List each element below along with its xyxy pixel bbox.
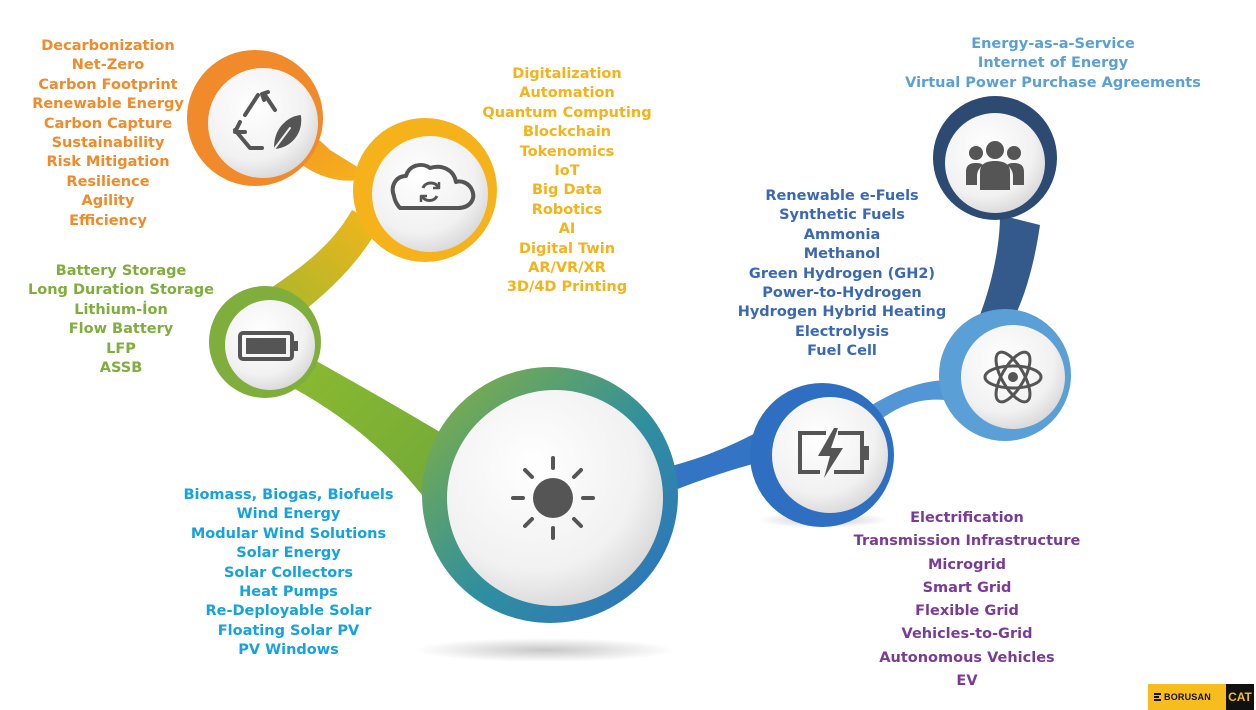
list-item: Resilience bbox=[66, 173, 150, 190]
recycle-leaf-node bbox=[187, 50, 323, 186]
list-item: 3D/4D Printing bbox=[506, 279, 628, 296]
people-node bbox=[933, 96, 1057, 220]
cloud-sync-icon bbox=[390, 162, 476, 210]
list-item: IoT bbox=[554, 163, 580, 180]
list-item: Methanol bbox=[803, 246, 881, 263]
list-item: Decarbonization bbox=[41, 38, 175, 54]
people-group-icon bbox=[966, 141, 1024, 190]
list-item: Green Hydrogen (GH2) bbox=[748, 265, 936, 282]
list-item: AI bbox=[558, 221, 576, 238]
cloud-sync-node bbox=[353, 118, 497, 262]
list-item: AR/VR/XR bbox=[528, 260, 606, 277]
list-item: Modular Wind Solutions bbox=[190, 525, 387, 542]
digitalization-topic-list: Digitalization Automation Quantum Comput… bbox=[467, 65, 667, 298]
list-item: Floating Solar PV bbox=[217, 622, 360, 639]
list-item: Biomass, Biogas, Biofuels bbox=[183, 487, 394, 503]
list-item: Smart Grid bbox=[922, 579, 1012, 596]
list-item: Renewable e-Fuels bbox=[765, 188, 919, 204]
list-item: Solar Energy bbox=[236, 545, 341, 562]
list-item: Electrification bbox=[910, 510, 1024, 526]
list-item: Quantum Computing bbox=[482, 104, 652, 121]
list-item: Autonomous Vehicles bbox=[879, 649, 1055, 666]
list-item: Hydrogen Hybrid Heating bbox=[737, 304, 947, 321]
borusan-cat-logo: BORUSAN CAT bbox=[1148, 684, 1254, 710]
list-item: Synthetic Fuels bbox=[779, 207, 905, 224]
list-item: Tokenomics bbox=[519, 143, 615, 160]
list-item: Long Duration Storage bbox=[28, 282, 214, 299]
fuels-topic-list: Renewable e-Fuels Synthetic Fuels Ammoni… bbox=[734, 187, 950, 362]
list-item: Blockchain bbox=[522, 124, 612, 141]
list-item: Ammonia bbox=[803, 226, 881, 243]
renewables-topic-list: Biomass, Biogas, Biofuels Wind Energy Mo… bbox=[176, 486, 401, 661]
electrification-topic-list: Electrification Transmission Infrastruct… bbox=[852, 507, 1082, 693]
list-item: LFP bbox=[106, 340, 136, 357]
list-item: Transmission Infrastructure bbox=[853, 533, 1081, 550]
list-item: Energy-as-a-Service bbox=[971, 36, 1135, 52]
list-item: Re-Deployable Solar bbox=[205, 603, 372, 620]
charging-battery-node bbox=[750, 383, 894, 527]
list-item: Net-Zero bbox=[71, 57, 145, 74]
borusan-mark-icon bbox=[1154, 693, 1161, 701]
list-item: Robotics bbox=[531, 201, 603, 218]
decarbonization-topic-list: Decarbonization Net-Zero Carbon Footprin… bbox=[8, 37, 208, 231]
services-topic-list: Energy-as-a-Service Internet of Energy V… bbox=[903, 35, 1203, 93]
list-item: Lithium-İon bbox=[74, 301, 168, 318]
list-item: Carbon Capture bbox=[43, 115, 173, 132]
list-item: Big Data bbox=[532, 182, 602, 199]
yellow-green-connector bbox=[268, 210, 380, 310]
list-item: Vehicles-to-Grid bbox=[901, 626, 1033, 643]
list-item: Efficiency bbox=[69, 212, 147, 229]
recycle-leaf-icon bbox=[233, 90, 302, 153]
list-item: Flow Battery bbox=[68, 321, 174, 338]
battery-icon bbox=[238, 331, 298, 361]
list-item: Risk Mitigation bbox=[46, 154, 170, 171]
list-item: Agility bbox=[81, 193, 135, 210]
list-item: Automation bbox=[519, 85, 615, 102]
storage-topic-list: Battery Storage Long Duration Storage Li… bbox=[17, 262, 225, 378]
list-item: Electrolysis bbox=[794, 323, 889, 340]
list-item: Renewable Energy bbox=[32, 96, 184, 113]
list-item: ASSB bbox=[99, 360, 143, 377]
list-item: Flexible Grid bbox=[915, 603, 1019, 620]
list-item: Digitalization bbox=[512, 66, 622, 82]
list-item: EV bbox=[956, 673, 978, 690]
charging-battery-icon bbox=[798, 428, 869, 478]
list-item: Power-to-Hydrogen bbox=[762, 285, 922, 302]
sun-node-shadow bbox=[415, 638, 675, 662]
list-item: Microgrid bbox=[928, 556, 1006, 573]
list-item: Sustainability bbox=[51, 135, 165, 152]
battery-node bbox=[209, 286, 321, 398]
atom-node bbox=[939, 309, 1071, 441]
list-item: Solar Collectors bbox=[223, 564, 353, 581]
borusan-wordmark: BORUSAN bbox=[1164, 692, 1211, 702]
list-item: Battery Storage bbox=[55, 263, 187, 279]
list-item: Wind Energy bbox=[236, 506, 341, 523]
sun-charging-connector bbox=[655, 425, 770, 495]
list-item: Virtual Power Purchase Agreements bbox=[905, 74, 1201, 91]
cat-wordmark: CAT bbox=[1226, 684, 1254, 710]
sun-node bbox=[422, 367, 678, 623]
list-item: PV Windows bbox=[238, 642, 339, 659]
list-item: Internet of Energy bbox=[977, 55, 1129, 72]
atom-icon bbox=[983, 350, 1043, 404]
charging-atom-connector bbox=[872, 380, 950, 420]
sun-icon bbox=[511, 456, 595, 540]
list-item: Carbon Footprint bbox=[38, 76, 178, 93]
list-item: Heat Pumps bbox=[239, 584, 338, 601]
list-item: Fuel Cell bbox=[807, 343, 877, 360]
people-atom-connector bbox=[978, 215, 1040, 325]
list-item: Digital Twin bbox=[518, 240, 616, 257]
